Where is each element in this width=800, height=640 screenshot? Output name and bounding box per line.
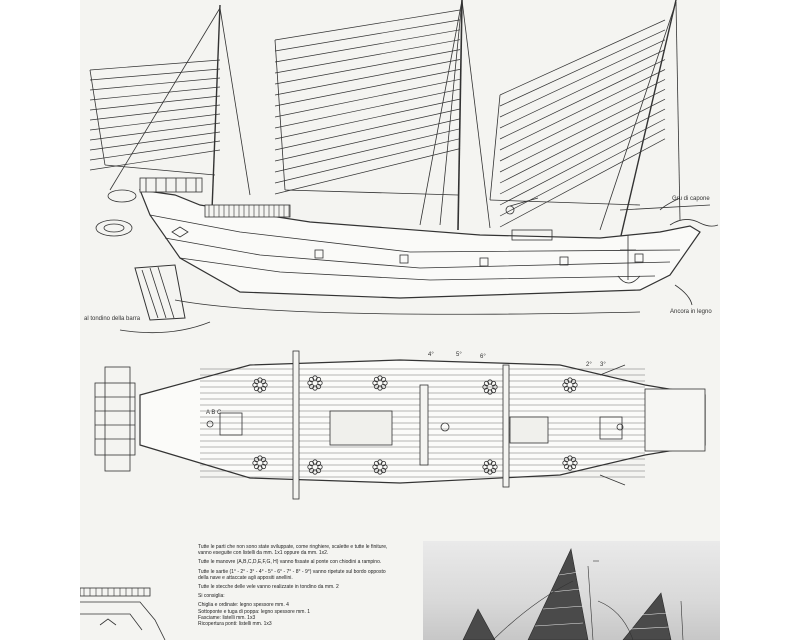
plan-sheet: al tondino della barra Ancora in legno G… [80,0,720,640]
note-maneuvers: Tutte le manovre (A,B,C,D,E,F,G, H) vann… [198,559,382,566]
deck-plan-drawing [94,350,706,500]
note-battens: Tutte le stecche delle vele vanno realiz… [198,584,339,591]
rudder-label: al tondino della barra [84,316,141,322]
spec-keel: Chiglia e ordinate: legno spessore mm. 4 [198,602,289,609]
spec-planking: Fasciame: listelli mm. 1x3 [198,614,256,621]
note-finishing: Tutte le parti che non sono state svilup… [198,544,388,557]
bow-crane-label: Gru di capone [672,196,710,202]
side-elevation-drawing [89,0,719,334]
photo-sail-right [622,592,672,640]
stern-detail-drawing [80,587,166,640]
deck-mark-5: 5° [456,352,462,358]
note-heading: Si consiglia: [198,593,225,600]
mizzen-sail [89,59,221,176]
deck-mark-3: 3° [600,362,606,368]
deck-mark-2: 2° [586,362,592,368]
main-sail [274,9,461,196]
deck-mark-6: 6° [480,354,486,360]
anchor-label: Ancora in legno [670,309,712,315]
rudder [134,264,186,321]
mizzen-mast [211,4,221,211]
spec-covering: Ricopertura ponti: listelli mm. 1x3 [198,621,272,628]
deck-letters: A B C [206,410,222,416]
anchor [617,235,641,284]
construction-notes: Tutte le parti che non sono state svilup… [198,544,388,627]
photo-sail-left [462,608,496,640]
deck-mark-4: 4° [428,352,434,358]
main-mast [457,0,463,231]
photo-sail-center [527,548,589,640]
junk-photograph [423,541,720,640]
spec-deck: Sottoponte e tuga di poppa: legno spesso… [198,608,311,615]
fore-mast [619,0,677,241]
note-shrouds: Tutte le sartie (1° - 2° - 3° - 4° - 5° … [198,568,386,581]
fore-sail [489,19,666,228]
